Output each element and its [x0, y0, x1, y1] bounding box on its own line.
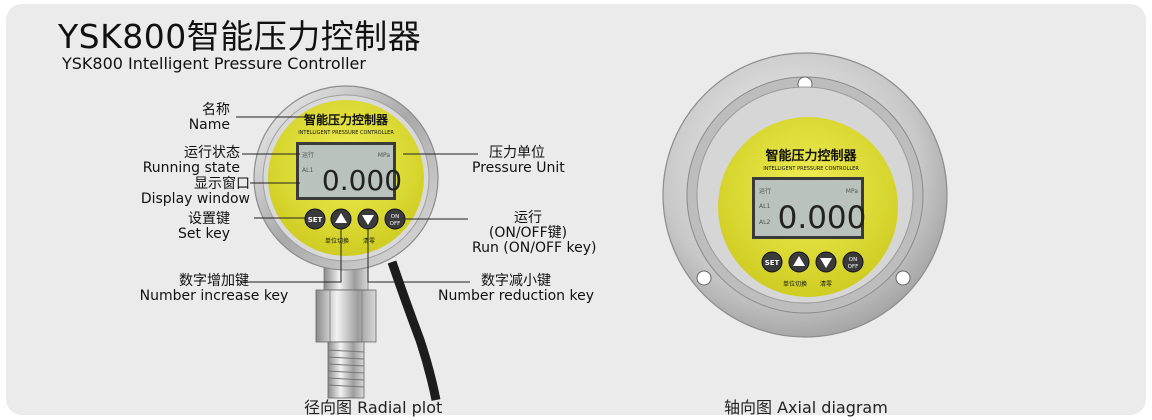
- svg-text:运行: 运行: [759, 187, 771, 195]
- svg-text:0.000: 0.000: [778, 200, 867, 236]
- svg-text:AL2: AL2: [759, 219, 770, 226]
- cable: [387, 260, 441, 401]
- flange-hole-left: [696, 270, 712, 286]
- flange-hole-right: [895, 270, 911, 286]
- lcd-status-al1: AL1: [302, 167, 313, 174]
- key-unit-switch: 单位切换: [325, 237, 349, 245]
- page-subtitle: YSK800 Intelligent Pressure Controller: [62, 54, 366, 73]
- svg-text:ON: ON: [391, 214, 399, 220]
- face-name: 智能压力控制器: [303, 112, 389, 127]
- svg-text:OFF: OFF: [390, 221, 401, 227]
- background-panel: [6, 4, 1146, 415]
- face-subname: INTELLIGENT PRESSURE CONTROLLER: [298, 130, 394, 136]
- lcd-unit: MPa: [378, 152, 391, 159]
- svg-text:智能压力控制器: 智能压力控制器: [765, 148, 857, 164]
- svg-text:单位切换: 单位切换: [783, 280, 807, 288]
- caption-axial: 轴向图 Axial diagram: [724, 398, 888, 417]
- svg-text:OFF: OFF: [848, 264, 859, 270]
- lcd-value: 0.000: [322, 164, 402, 197]
- key-clear: 清零: [363, 237, 375, 245]
- svg-text:SET: SET: [308, 216, 323, 224]
- hex-nut: [315, 289, 377, 343]
- svg-text:SET: SET: [765, 259, 780, 267]
- svg-text:清零: 清零: [820, 280, 832, 288]
- set-key: [304, 208, 326, 230]
- lcd-status-top: 运行: [302, 151, 314, 159]
- caption-radial: 径向图 Radial plot: [304, 398, 443, 417]
- svg-text:INTELLIGENT PRESSURE CONTROLLE: INTELLIGENT PRESSURE CONTROLLER: [763, 166, 859, 172]
- label-run: 运行(ON/OFF键)Run (ON/OFF key): [472, 210, 597, 256]
- page-title: YSK800智能压力控制器: [58, 17, 422, 56]
- svg-text:MPa: MPa: [846, 188, 859, 195]
- svg-text:ON: ON: [849, 257, 857, 263]
- svg-text:AL1: AL1: [759, 203, 770, 210]
